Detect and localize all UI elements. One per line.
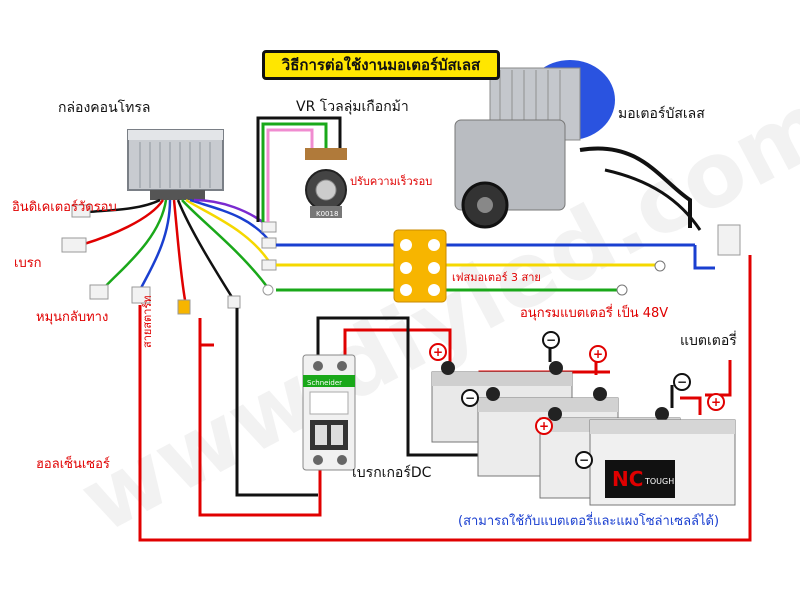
key-label: สายสตาร์ท: [141, 295, 154, 348]
motor-label: มอเตอร์บัสเลส: [618, 106, 705, 122]
plus-sign: +: [539, 419, 549, 433]
minus-sign: −: [546, 333, 556, 347]
battery-4: [589, 419, 736, 506]
vr-label: VR โวลลุ่มเกือกม้า: [296, 99, 409, 115]
controller-connectors: [61, 204, 277, 315]
battery-brand: NC: [612, 467, 643, 491]
minus-sign: −: [677, 375, 687, 389]
hall-sensor-label: ฮอลเซ็นเซอร์: [36, 457, 110, 472]
brushless-motor: [454, 60, 741, 296]
vr-marking: K0018: [316, 210, 338, 218]
plus-sign: +: [711, 395, 721, 409]
usage-note: (สามารถใช้กับแบตเตอรี่และแผงโซล่าเซลล์ได…: [458, 514, 720, 529]
battery-pack-label: อนุกรมแบตเตอรี่ เป็น 48V: [520, 306, 669, 321]
controller-label: กล่องคอนโทรล: [58, 100, 151, 116]
reverse-label: หมุนกลับทาง: [36, 310, 109, 325]
minus-sign: −: [579, 453, 589, 467]
vr-wires: [256, 116, 342, 222]
polarity-markers: [429, 331, 725, 469]
dc-breaker: [302, 354, 356, 471]
phase-wires: [276, 243, 715, 292]
battery-label: แบตเตอรี่: [680, 333, 737, 349]
vr-potentiometer: [305, 148, 347, 218]
speed-indicator-label: อินดิเคเตอร์วัดรอบ: [12, 200, 117, 215]
battery-model: TOUGH: [644, 477, 674, 486]
plus-sign: +: [593, 347, 603, 361]
controller-box: [127, 129, 224, 200]
diagram-title: วิธีการต่อใช้งานมอเตอร์บัสเลส: [262, 50, 500, 80]
phase-connector: [393, 229, 447, 303]
speed-adjust-label: ปรับความเร็วรอบ: [350, 175, 433, 188]
plus-sign: +: [433, 345, 443, 359]
breaker-brand: Schneider: [307, 379, 342, 387]
minus-sign: −: [465, 391, 475, 405]
breaker-label: เบรกเกอร์DC: [352, 465, 432, 481]
brake-label: เบรก: [14, 256, 42, 271]
motor-phase-label: เฟสมอเตอร์ 3 สาย: [452, 271, 541, 284]
polarity-signs: + − + − + − − +: [433, 333, 721, 467]
